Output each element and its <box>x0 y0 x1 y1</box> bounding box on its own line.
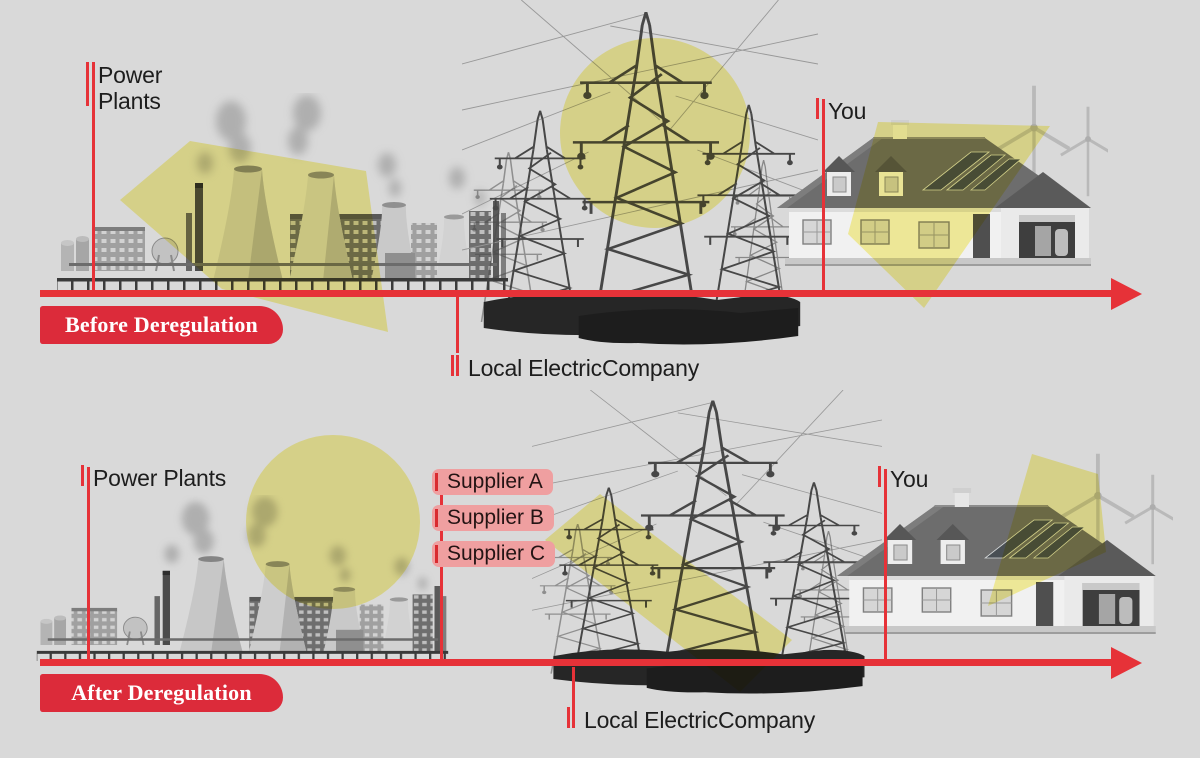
you-label-before: You <box>816 98 866 124</box>
supplier-b-label: Supplier B <box>432 505 554 531</box>
tick-icon <box>435 509 438 527</box>
power-plants-text: Power Plants <box>98 62 163 114</box>
power-plant-illustration-after <box>35 495 450 661</box>
power-plants-label-before: Power Plants <box>86 62 182 114</box>
flow-arrow-before <box>40 290 1112 297</box>
tick-icon <box>435 545 438 563</box>
tick-icon <box>81 465 84 486</box>
flow-arrow-head-before <box>1111 278 1142 310</box>
power-plants-text: Power Plants <box>93 465 227 491</box>
connector-local-company-after <box>572 667 575 707</box>
transmission-towers-illustration-after <box>532 390 882 694</box>
before-deregulation-badge: Before Deregulation <box>40 306 283 344</box>
you-label-after: You <box>878 466 928 492</box>
power-plant-illustration-before <box>55 93 510 290</box>
local-company-label-before: Local ElectricCompany <box>451 355 699 381</box>
connector-local-company-before <box>456 297 459 353</box>
supplier-b-text: Supplier B <box>447 506 544 529</box>
you-text: You <box>828 98 867 124</box>
connector-power-plants-before <box>92 62 95 296</box>
local-company-text: Local ElectricCompany <box>468 355 700 381</box>
connector-you-before <box>822 99 825 296</box>
tick-icon <box>572 707 575 728</box>
tick-icon <box>435 473 438 491</box>
power-plants-label-after: Power Plants <box>81 465 226 491</box>
badge-text: After Deregulation <box>71 680 252 705</box>
local-company-label-after: Local ElectricCompany <box>567 707 815 733</box>
tick-icon <box>451 355 454 376</box>
connector-suppliers-after <box>440 470 443 664</box>
tick-icon <box>816 98 819 119</box>
you-text: You <box>890 466 929 492</box>
tick-icon <box>86 62 89 106</box>
flow-arrow-head-after <box>1111 647 1142 679</box>
badge-text: Before Deregulation <box>64 312 258 337</box>
connector-you-after <box>884 469 887 664</box>
local-company-text: Local ElectricCompany <box>584 707 816 733</box>
supplier-a-label: Supplier A <box>432 469 553 495</box>
supplier-c-label: Supplier C <box>432 541 556 567</box>
after-deregulation-badge: After Deregulation <box>40 674 283 712</box>
tick-icon <box>456 355 459 376</box>
supplier-c-text: Supplier C <box>447 542 546 565</box>
tick-icon <box>567 707 570 728</box>
connector-power-plants-after <box>87 467 90 664</box>
supplier-a-text: Supplier A <box>447 470 543 493</box>
tick-icon <box>878 466 881 487</box>
flow-arrow-after <box>40 659 1112 666</box>
